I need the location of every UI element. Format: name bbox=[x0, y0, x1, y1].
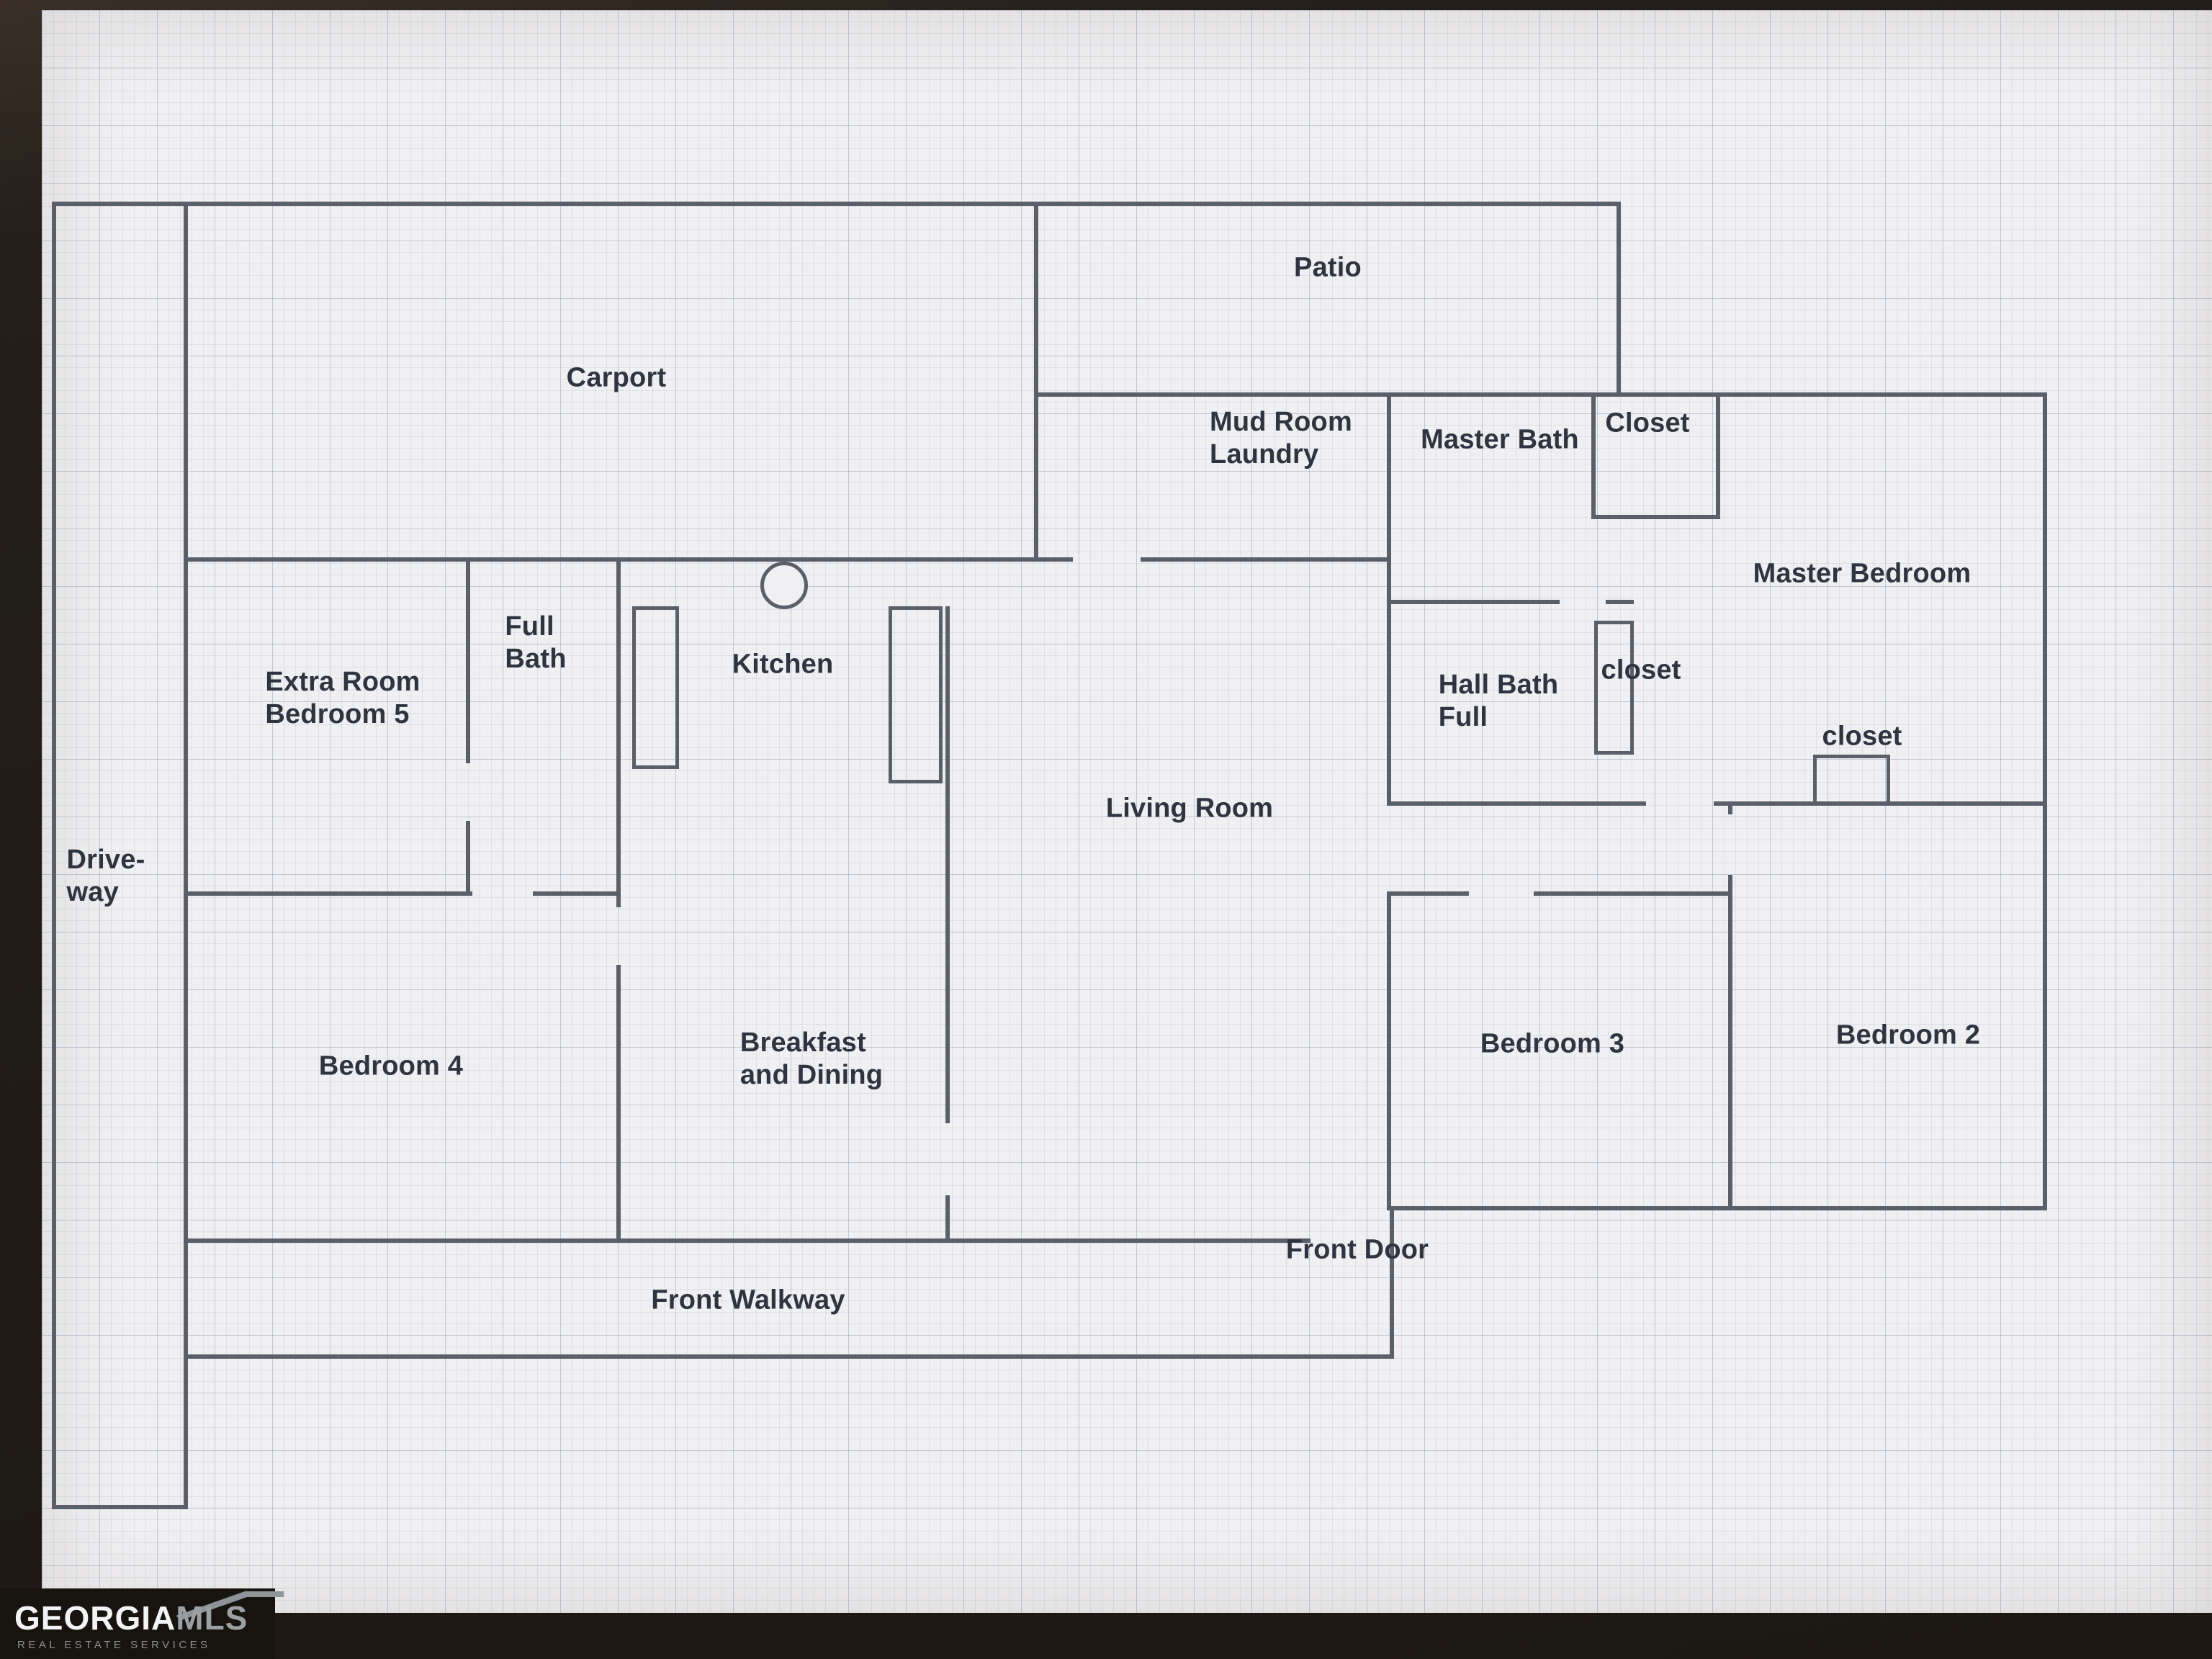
wall-patio-left bbox=[1034, 202, 1038, 562]
kitchen-counter-right bbox=[889, 606, 943, 783]
wall-breakfast-right-b bbox=[945, 1195, 950, 1238]
wall-bedroom2-left-b bbox=[1728, 875, 1732, 1210]
wall-masterbath-bottom-b bbox=[1606, 600, 1634, 604]
wall-suite-top bbox=[1034, 392, 2047, 397]
wall-hall-bottom-b bbox=[1534, 891, 1732, 896]
house-roof-icon bbox=[176, 1591, 284, 1620]
wall-masterbath-right bbox=[1591, 392, 1596, 519]
logo-brand-primary: GEORGIA bbox=[14, 1599, 176, 1637]
room-label-full-bath: Full Bath bbox=[505, 611, 567, 674]
wall-living-hall-a bbox=[1387, 604, 1391, 801]
room-label-kitchen: Kitchen bbox=[732, 649, 834, 680]
room-label-living-room: Living Room bbox=[1105, 793, 1274, 824]
wall-fullbath-left-a bbox=[466, 557, 470, 763]
room-label-front-door: Front Door bbox=[1285, 1234, 1429, 1265]
hall-closet-box bbox=[1594, 621, 1634, 755]
room-label-breakfast: Breakfast and Dining bbox=[739, 1028, 884, 1090]
wall-masterbath-bottom-a bbox=[1387, 600, 1560, 604]
logo-brand: GEORGIAMLS bbox=[14, 1599, 248, 1637]
wall-bottom-left bbox=[184, 1238, 1310, 1243]
wall-bedroom4-top-a bbox=[184, 891, 472, 896]
wall-mudroom-bottom-b bbox=[1141, 557, 1391, 562]
wall-patio-right bbox=[1617, 202, 1621, 397]
room-label-hall-bath: Hall Bath Full bbox=[1438, 670, 1559, 732]
wall-fullbath-left-b bbox=[466, 821, 470, 891]
kitchen-counter-left bbox=[632, 606, 679, 769]
wall-driveway-bottom bbox=[52, 1505, 188, 1509]
room-label-extra-room: Extra Room Bedroom 5 bbox=[265, 667, 421, 729]
room-label-closet-master: closet bbox=[1822, 721, 1902, 752]
master-closet-box bbox=[1813, 755, 1890, 805]
wall-closet-bottom bbox=[1591, 515, 1720, 519]
room-label-bedroom4: Bedroom 4 bbox=[318, 1051, 464, 1082]
room-label-master-bedroom: Master Bedroom bbox=[1753, 558, 1972, 589]
wall-walkway-bottom bbox=[184, 1354, 1394, 1359]
wall-bedroom2-left-a bbox=[1728, 801, 1732, 814]
logo-tagline: REAL ESTATE SERVICES bbox=[17, 1639, 211, 1651]
wall-hall-top-a bbox=[1387, 801, 1646, 806]
room-label-driveway: Drive- way bbox=[66, 845, 145, 907]
room-label-patio: Patio bbox=[1294, 252, 1362, 283]
wall-hall-bottom-a bbox=[1387, 891, 1469, 896]
wall-top bbox=[52, 202, 1621, 206]
room-label-front-walkway: Front Walkway bbox=[651, 1285, 845, 1316]
wall-kitchen-left-b bbox=[616, 965, 621, 1238]
room-label-bedroom3: Bedroom 3 bbox=[1480, 1028, 1625, 1059]
circle-fixture-symbol bbox=[760, 562, 808, 609]
wall-walkway-right bbox=[1390, 1206, 1394, 1359]
wall-breakfast-right-a bbox=[945, 606, 950, 1123]
graph-paper bbox=[42, 10, 2212, 1613]
room-label-mud-room: Mud Room Laundry bbox=[1210, 407, 1352, 469]
wall-closet-right bbox=[1716, 392, 1720, 519]
wall-mudroom-right bbox=[1387, 392, 1391, 604]
logo-brand-secondary: MLS bbox=[176, 1599, 248, 1637]
wall-house-top bbox=[184, 557, 1038, 562]
room-label-closet-top: Closet bbox=[1605, 408, 1690, 439]
room-label-bedroom2: Bedroom 2 bbox=[1835, 1020, 1981, 1051]
wall-living-hall-b bbox=[1387, 891, 1391, 1210]
room-label-carport: Carport bbox=[566, 362, 667, 393]
room-label-closet-hall: closet bbox=[1601, 655, 1681, 685]
wall-kitchen-left-a bbox=[616, 557, 621, 907]
wall-driveway-left bbox=[52, 202, 56, 1509]
wall-house-left bbox=[184, 202, 188, 1509]
room-label-master-bath: Master Bath bbox=[1421, 424, 1579, 455]
wall-bottom-right bbox=[1390, 1206, 2047, 1210]
georgia-mls-watermark: GEORGIAMLS REAL ESTATE SERVICES bbox=[0, 1588, 284, 1659]
wall-mudroom-bottom-a bbox=[1034, 557, 1073, 562]
wall-bedroom4-top-b bbox=[533, 891, 616, 896]
